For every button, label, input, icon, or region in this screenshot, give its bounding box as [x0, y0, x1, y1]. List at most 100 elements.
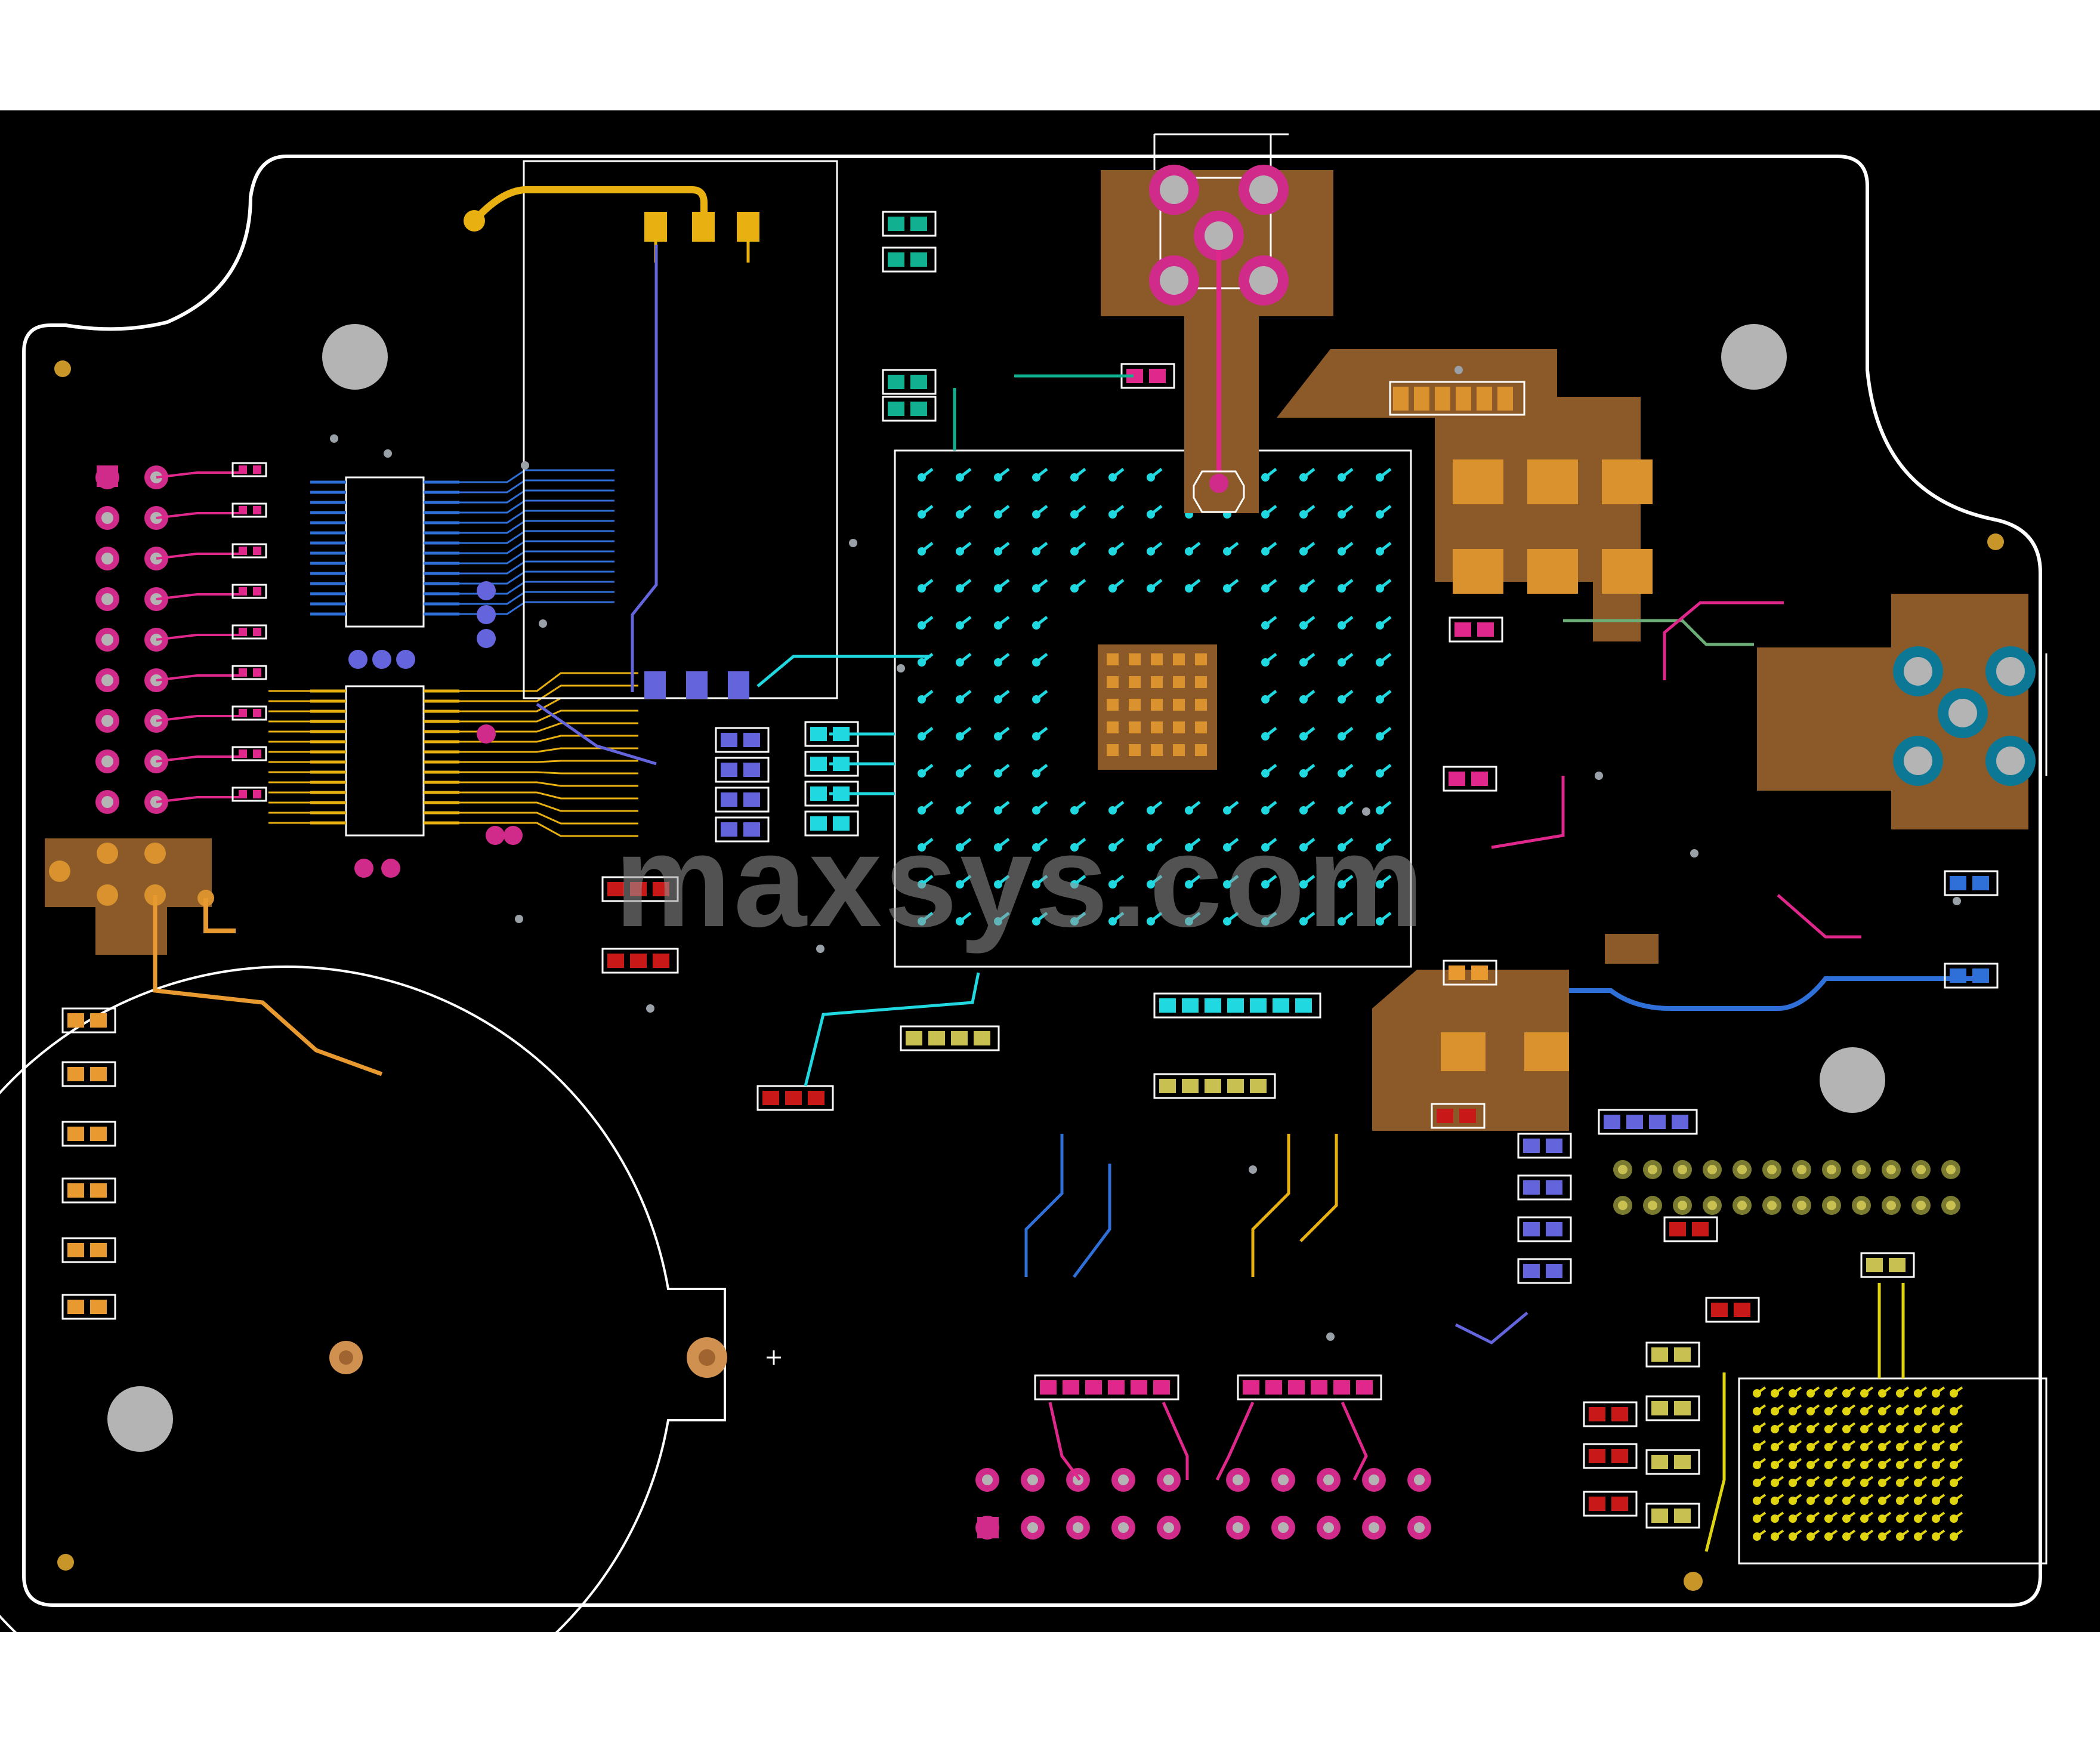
via-pad — [372, 650, 391, 669]
via-pad — [486, 826, 505, 845]
component-footprint — [61, 1007, 116, 1034]
via — [1690, 849, 1698, 857]
component-footprint — [1153, 1073, 1276, 1099]
component-footprint — [1645, 1449, 1700, 1475]
olive-pad-rows — [1613, 1160, 1960, 1215]
component-footprint — [61, 1061, 116, 1087]
component-footprint — [1034, 1374, 1179, 1401]
bottom-right-bga — [1738, 1377, 2048, 1565]
via — [816, 945, 824, 953]
component-footprint — [804, 810, 859, 837]
fiducial — [1987, 533, 2004, 550]
resistor-footprint — [231, 543, 267, 559]
mounting-holes — [54, 324, 2004, 1591]
left-ic-gold — [268, 672, 638, 878]
signal-trace — [756, 655, 931, 687]
signal-trace — [1454, 1312, 1528, 1344]
component-footprint — [1517, 1133, 1572, 1159]
signal-trace — [1024, 1134, 1064, 1277]
bottom-center-power — [1372, 934, 1659, 1131]
signal-trace — [1663, 601, 1784, 680]
via — [521, 461, 529, 470]
resistor-footprint — [231, 462, 267, 477]
via — [330, 434, 338, 443]
via — [384, 449, 392, 458]
component-footprint — [900, 1025, 1000, 1051]
fiducial — [1684, 1572, 1703, 1591]
signal-trace — [1491, 776, 1565, 849]
component-footprint — [1443, 960, 1497, 986]
header-pin-1 — [97, 465, 118, 487]
resistor-footprint — [231, 786, 267, 802]
via — [1326, 1332, 1335, 1341]
via-pad — [348, 650, 368, 669]
via-pad — [477, 605, 496, 624]
component-footprint — [715, 786, 770, 813]
component-footprint — [61, 1294, 116, 1320]
signal-traces — [330, 366, 1961, 1552]
via — [1953, 897, 1961, 905]
via-pad — [477, 581, 496, 600]
rf-connector-icon — [1101, 133, 1333, 513]
mounting-hole-icon — [107, 1386, 173, 1452]
via — [897, 664, 905, 673]
component-footprint — [882, 211, 937, 237]
right-rf-connector — [1757, 594, 2048, 829]
fiducial — [54, 360, 71, 377]
resistor-footprint — [231, 705, 267, 721]
via — [539, 619, 547, 628]
component-footprint — [756, 1085, 834, 1111]
component-footprint — [1645, 1503, 1700, 1529]
component-footprint — [715, 757, 770, 783]
via-pad — [381, 859, 400, 878]
via-pad — [477, 724, 496, 744]
signal-trace — [1704, 1372, 1726, 1552]
component-footprint — [1944, 870, 1999, 896]
component-footprint — [1583, 1491, 1638, 1517]
component-footprint — [1645, 1341, 1700, 1368]
battery-holder-icon — [0, 966, 781, 1744]
resistor-footprint — [231, 624, 267, 640]
signal-trace — [1073, 1164, 1111, 1278]
mounting-hole-icon — [1820, 1047, 1885, 1113]
component-footprint — [601, 948, 679, 974]
component-footprint — [715, 816, 770, 843]
component-footprint — [1517, 1174, 1572, 1201]
via — [1595, 772, 1603, 780]
via — [1362, 807, 1370, 816]
component-footprint — [1583, 1401, 1638, 1427]
component-footprint — [882, 369, 937, 395]
via-pad — [354, 859, 373, 878]
component-footprint — [61, 1121, 116, 1147]
bottom-test-pads — [975, 1468, 1431, 1540]
component-footprint — [882, 246, 937, 273]
signal-trace — [1777, 894, 1861, 939]
component-footprint — [1431, 1103, 1486, 1129]
component-footprint — [882, 396, 937, 422]
mounting-hole-icon — [322, 324, 388, 390]
component-footprint — [1645, 1395, 1700, 1421]
via — [646, 1004, 654, 1013]
signal-trace — [1251, 1134, 1290, 1277]
component-footprint — [1663, 1216, 1718, 1242]
antenna-area — [464, 160, 838, 699]
component-footprint — [1237, 1374, 1382, 1401]
via — [1454, 366, 1463, 374]
component-footprint — [1705, 1297, 1760, 1323]
component-footprint — [61, 1177, 116, 1204]
signal-trace — [536, 702, 657, 766]
resistor-footprint — [231, 584, 267, 599]
via-pad — [477, 629, 496, 648]
signal-trace — [1341, 1401, 1368, 1481]
component-footprint — [715, 727, 770, 753]
component-footprints — [61, 211, 1999, 1529]
mounting-hole-icon — [1721, 324, 1787, 390]
via-pad — [504, 826, 523, 845]
power-section — [1277, 349, 1653, 641]
component-footprint — [1449, 616, 1503, 643]
component-footprint — [1598, 1109, 1698, 1135]
resistor-footprint — [231, 746, 267, 761]
lower-left-power — [45, 838, 383, 1076]
via-pad — [396, 650, 415, 669]
